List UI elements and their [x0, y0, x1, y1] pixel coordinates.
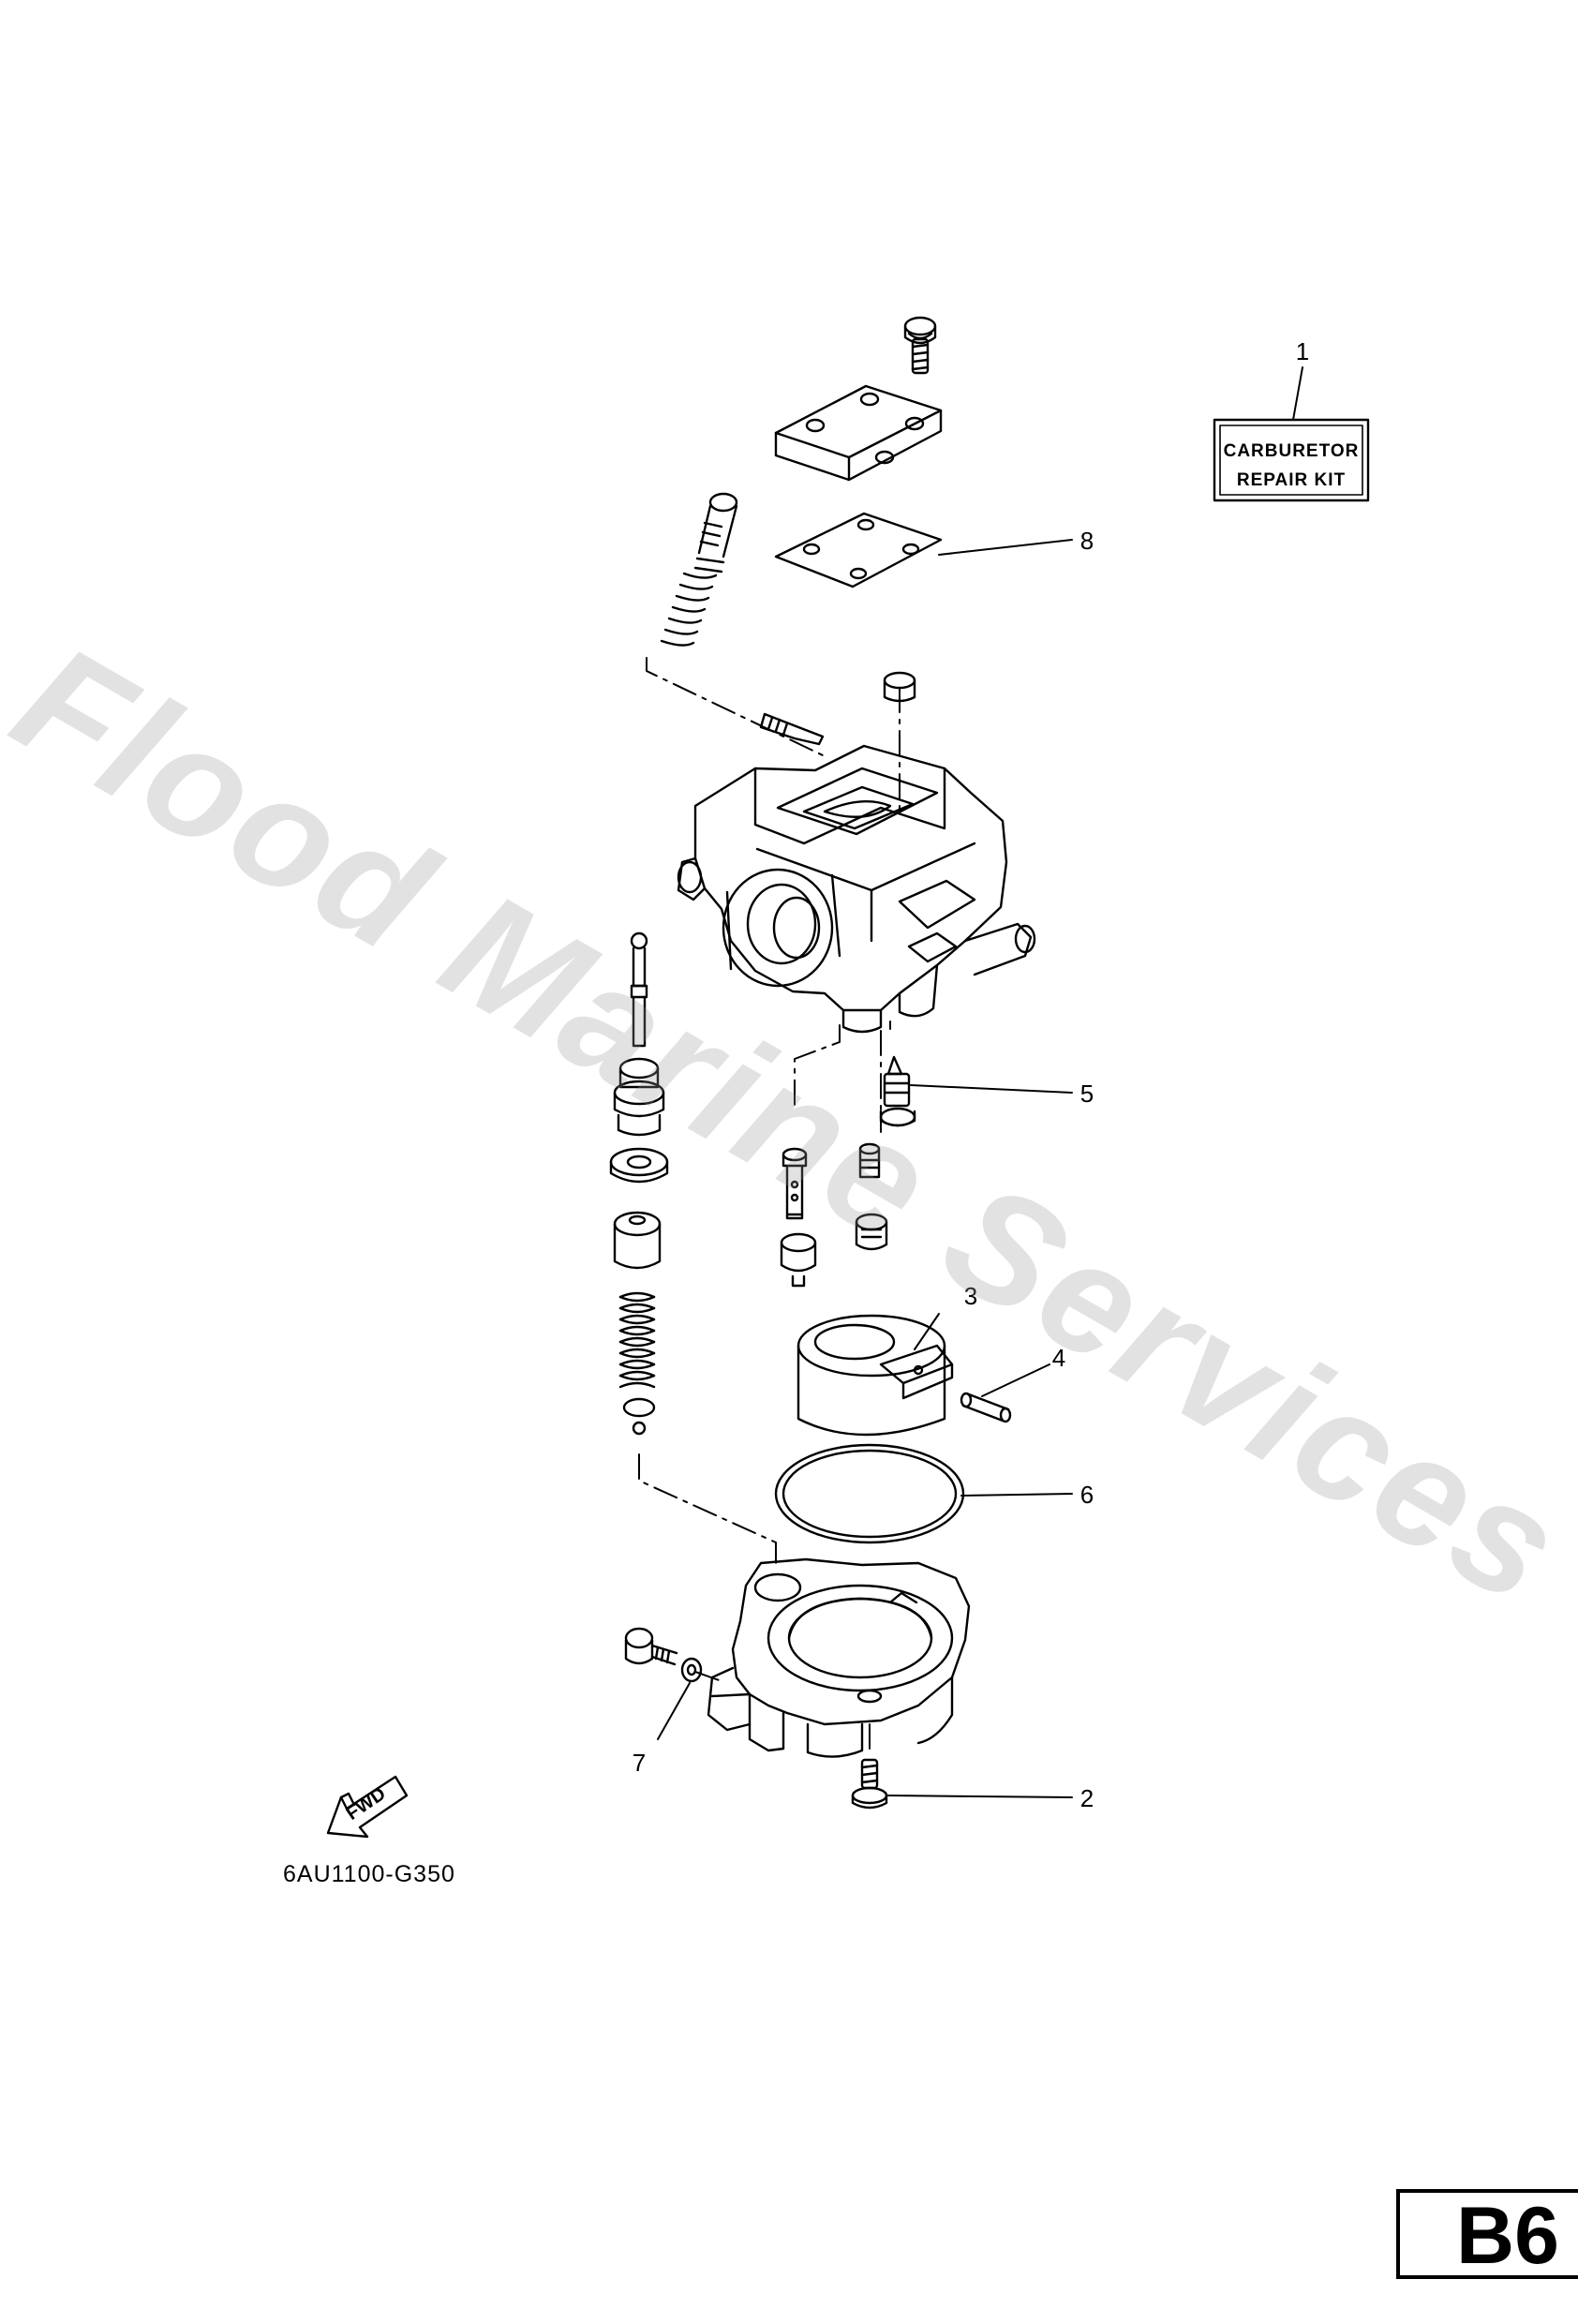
needle-valve-part	[879, 1055, 916, 1127]
diagram-code: 6AU1100-G350	[283, 1861, 455, 1887]
cover-plate-part	[774, 384, 943, 482]
float-bowl-part	[707, 1557, 971, 1758]
plunger-rod-part	[630, 931, 648, 1048]
svg-text:REPAIR KIT: REPAIR KIT	[1237, 470, 1346, 490]
callout-2: 2	[1080, 1784, 1094, 1812]
o-ring-part	[774, 1443, 965, 1544]
pilot-screw-part	[759, 712, 825, 746]
float-pin-part	[960, 1392, 1012, 1423]
callout-1: 1	[1296, 337, 1309, 365]
idle-screw-part	[660, 492, 738, 647]
callout-5: 5	[1080, 1080, 1094, 1108]
callout-7: 7	[633, 1749, 646, 1777]
repair-kit-label-box	[1213, 418, 1370, 502]
page-code: B6	[1456, 2191, 1559, 2281]
fwd-arrow-icon	[326, 1775, 409, 1839]
gasket-part	[774, 512, 943, 588]
callout-3: 3	[964, 1282, 977, 1310]
washer-upper-part	[609, 1147, 669, 1184]
ring-small-part	[622, 1397, 656, 1436]
plunger-spring-part	[618, 1291, 656, 1389]
plunger-seal-part	[613, 1057, 665, 1137]
bowl-screw-part	[851, 1723, 888, 1810]
repair-kit-label: CARBURETOR REPAIR KIT	[1224, 441, 1360, 490]
drain-screw-part	[624, 1627, 678, 1666]
main-jet-part	[780, 1232, 817, 1288]
callout-8: 8	[1080, 527, 1094, 555]
main-nozzle-part	[782, 1147, 808, 1220]
callout-6: 6	[1080, 1481, 1094, 1509]
fwd-label: FWD	[343, 1783, 390, 1825]
washer-part	[680, 1657, 703, 1683]
pilot-jet-part	[858, 1142, 881, 1179]
page-code-box: B6	[1396, 2189, 1578, 2279]
svg-text:CARBURETOR: CARBURETOR	[1224, 441, 1360, 461]
callout-4: 4	[1052, 1344, 1065, 1372]
float-part	[796, 1314, 954, 1437]
carburetor-body-part	[677, 744, 1036, 1034]
cover-screw-part	[903, 316, 937, 375]
plunger-part	[613, 1211, 662, 1270]
pilot-jet-lower-part	[855, 1213, 888, 1251]
